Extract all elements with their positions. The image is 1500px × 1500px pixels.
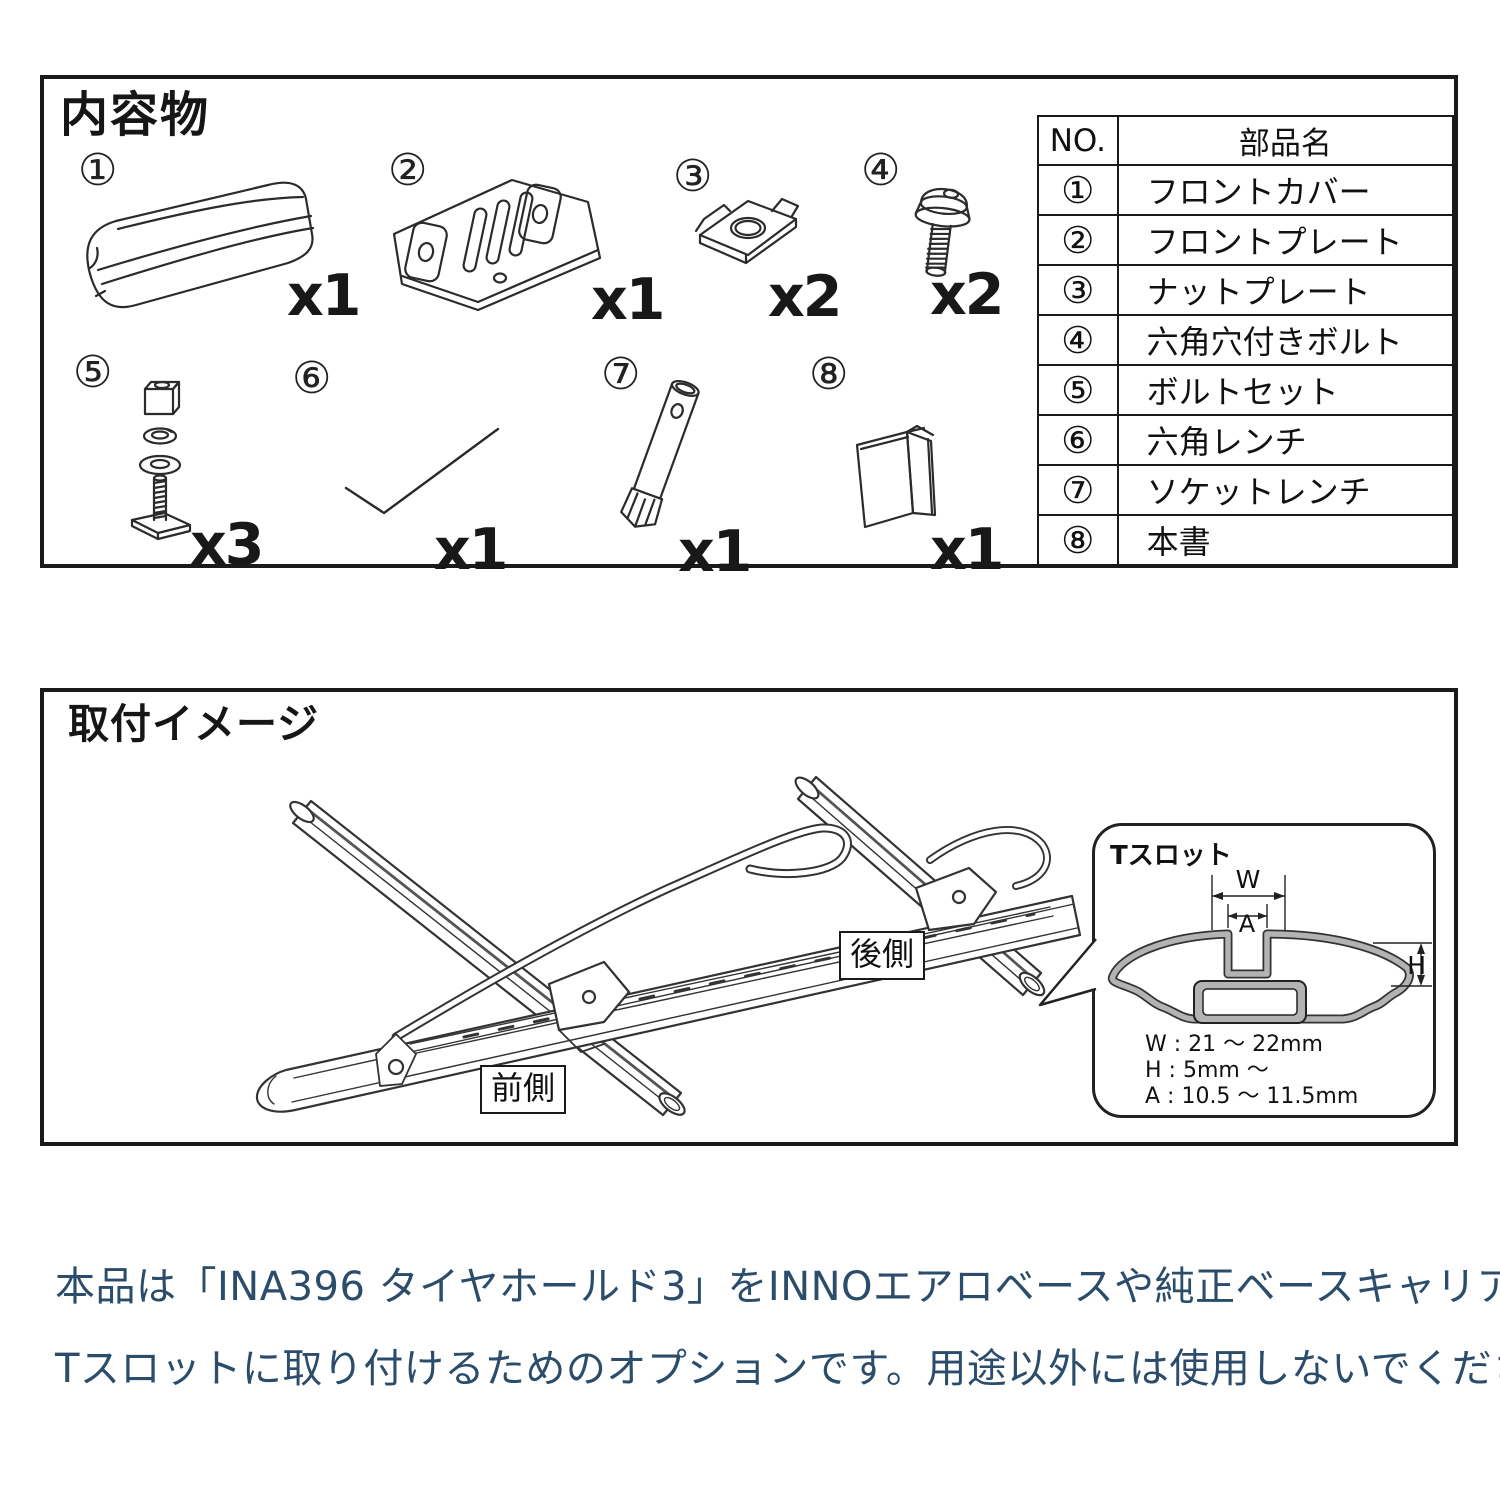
spec-h: H : 5mm ～ [1145,1058,1269,1083]
tslot-specs: W : 21 ～ 22mm H : 5mm ～ A : 10.5 ～ 11.5m… [1145,1032,1358,1110]
dim-w-label: W [1236,865,1261,894]
part-number-6: ⑥ [292,353,332,404]
part-number-3: ③ [673,151,713,202]
part-number-1: ① [78,145,118,196]
part-number-2: ② [388,145,428,196]
tslot-callout: Tスロット [1092,823,1436,1118]
table-header-row: NO. 部品名 [1037,115,1455,166]
spec-w: W : 21 ～ 22mm [1145,1032,1323,1057]
part-qty-8: x1 [930,517,1004,583]
row-name: 六角レンチ [1116,414,1455,466]
bolt-set-illustration [130,380,192,541]
dim-a-label: A [1239,910,1256,938]
manual-booklet-illustration [855,424,937,529]
part-qty-3: x2 [768,264,842,330]
row-name: ソケットレンチ [1116,464,1455,516]
wheel-hold-arm [391,823,1051,1042]
row-no: ⑦ [1037,464,1119,516]
row-no: ② [1037,214,1119,266]
contents-title: 内容物 [60,87,211,143]
front-cover-illustration [86,181,315,309]
description-text: 本品は「INA396 タイヤホールド3」をINNOエアロベースや純正ベースキャリ… [55,1246,1500,1410]
dim-h-label: H [1407,951,1426,980]
part-number-4: ④ [861,145,901,196]
row-name: 本書 [1116,514,1455,566]
hex-wrench-illustration [344,427,500,515]
socket-wrench-illustration [620,379,700,528]
rear-clamp [914,866,998,932]
row-name: ナットプレート [1116,264,1455,316]
row-no: ⑧ [1037,514,1119,566]
nose-bracket [375,1033,417,1087]
row-name: フロントカバー [1116,164,1455,216]
part-qty-5: x3 [190,512,264,578]
part-number-5: ⑤ [73,347,113,398]
rear-side-label: 後側 [839,931,926,980]
part-qty-1: x1 [287,263,361,329]
row-no: ① [1037,164,1119,216]
row-name: 六角穴付きボルト [1116,314,1455,366]
description-line-1: 本品は「INA396 タイヤホールド3」をINNOエアロベースや純正ベースキャリ… [55,1264,1500,1310]
spec-a: A : 10.5 ～ 11.5mm [1145,1084,1359,1109]
row-no: ⑥ [1037,414,1119,466]
callout-tail [1038,938,1097,1007]
row-no: ③ [1037,264,1119,316]
part-number-8: ⑧ [809,349,849,400]
col-header-no: NO. [1037,115,1119,166]
col-header-name: 部品名 [1116,115,1455,166]
front-plate-illustration [392,178,602,312]
contents-panel: 内容物 ① ② ③ ④ ⑤ ⑥ ⑦ ⑧ x1 x1 x2 x2 x3 x1 x1… [40,75,1458,581]
description-line-2: Tスロットに取り付けるためのオプションです。用途以外には使用しないでください [55,1346,1500,1392]
tslot-callout-title: Tスロット [1110,841,1232,871]
tslot-cross-section: W A H [1107,865,1432,1024]
front-side-label: 前側 [480,1065,567,1114]
part-qty-7: x1 [678,519,752,585]
row-name: ボルトセット [1116,364,1455,416]
nut-plate-illustration [694,197,800,265]
front-clamp [547,960,631,1053]
part-qty-6: x1 [434,517,508,583]
installation-title: 取付イメージ [68,700,320,748]
row-no: ⑤ [1037,364,1119,416]
part-number-7: ⑦ [601,349,641,400]
hex-bolt-illustration [914,188,971,277]
part-qty-2: x1 [591,267,665,333]
row-no: ④ [1037,314,1119,366]
installation-panel: 取付イメージ [40,688,1458,1146]
row-name: フロントプレート [1116,214,1455,266]
